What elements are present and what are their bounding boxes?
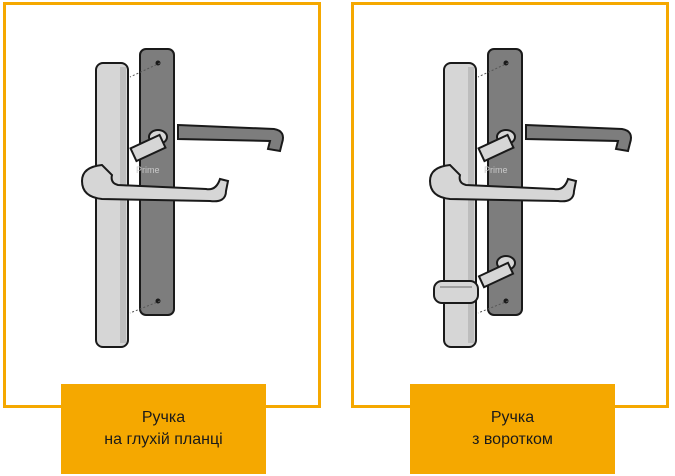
product-card-with-thumbturn: Prime <box>351 2 669 408</box>
handle-blind-plate-illustration: Prime <box>80 48 284 348</box>
caption-line-1: Ручка <box>490 409 535 426</box>
caption-line-2: на глухій планці <box>104 431 223 448</box>
product-card-blind-plate: Prime <box>3 2 321 408</box>
caption-line-2: з воротком <box>472 431 553 448</box>
caption-thumbturn: Ручка з воротком <box>410 384 615 474</box>
caption-line-1: Ручка <box>141 409 186 426</box>
svg-text:Prime: Prime <box>136 165 160 175</box>
svg-text:Prime: Prime <box>484 165 508 175</box>
handle-thumbturn-illustration: Prime <box>428 48 632 348</box>
caption-blind-plate: Ручка на глухій планці <box>61 384 266 474</box>
